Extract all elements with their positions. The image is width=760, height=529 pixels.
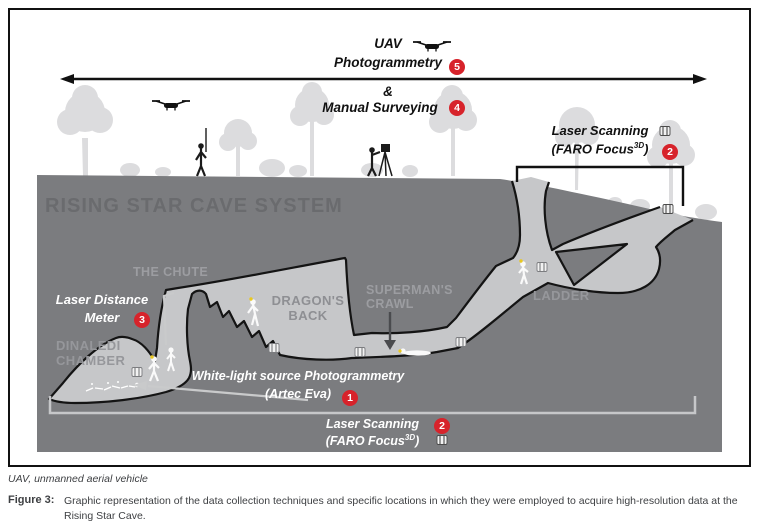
- faro-sup: 3D: [633, 141, 645, 150]
- scanner-icon: [455, 337, 467, 347]
- drone-icon: [152, 100, 190, 111]
- faro-focus-bottom-label: (FARO Focus3D): [290, 433, 455, 448]
- laser-scanning-bottom-bracket: [48, 396, 697, 415]
- caver-icon: [398, 348, 431, 356]
- laser-distance-label: Laser Distance: [55, 292, 149, 307]
- photogrammetry-label: Photogrammetry: [333, 55, 443, 70]
- figure-border: [8, 8, 751, 467]
- badge-2-bottom: 2: [434, 418, 450, 434]
- badge-5: 5: [449, 59, 465, 75]
- dinaledi-line2: CHAMBER: [56, 352, 126, 368]
- supermans-crawl-line1: SUPERMAN'S: [366, 283, 453, 297]
- supermans-crawl-label: SUPERMAN'S CRAWL: [366, 283, 453, 312]
- cave-outline: [47, 180, 694, 405]
- laser-scanning-bracket: [515, 165, 685, 206]
- tree-icons: [57, 82, 717, 220]
- scanner-icons: [131, 126, 674, 445]
- scanner-icon: [436, 435, 448, 445]
- cave-system-title: RISING STAR CAVE SYSTEM: [45, 195, 343, 217]
- dinaledi-line1: DINALEDI: [56, 338, 121, 353]
- laser-scanning-top-label: Laser Scanning: [551, 123, 649, 138]
- dinaledi-chamber-label: DINALEDI CHAMBER: [56, 338, 126, 369]
- faro-post: ): [415, 434, 420, 449]
- figure-caption: Graphic representation of the data colle…: [64, 495, 738, 523]
- cave-system: [49, 177, 693, 403]
- span-arrow: [60, 74, 707, 84]
- laser-distance-bracket: [162, 291, 175, 346]
- manual-surveying-label: Manual Surveying: [322, 100, 438, 115]
- caver-icon: [518, 259, 529, 285]
- laser-scanning-bottom-label: Laser Scanning: [325, 417, 420, 431]
- badge-4: 4: [449, 100, 465, 116]
- faro-pre: (FARO Focus: [325, 434, 405, 449]
- scanner-icon: [536, 262, 548, 272]
- ladder-label: LADDER: [533, 288, 590, 303]
- laser-distance-meter-label: Meter: [84, 310, 120, 325]
- supermans-crawl-arrow: [384, 312, 396, 350]
- drone-icon: [413, 41, 451, 52]
- tree-icon: [555, 107, 599, 190]
- tree-icon: [290, 82, 334, 176]
- caption-note: UAV, unmanned aerial vehicle: [8, 473, 148, 485]
- scanner-icon: [354, 347, 366, 357]
- artec-eva-label: (Artec Eva): [265, 387, 331, 401]
- dragons-back-line2: BACK: [288, 307, 328, 323]
- dragons-back-label: DRAGON'S BACK: [258, 293, 358, 324]
- badge-3: 3: [134, 312, 150, 328]
- scanner-icon: [131, 367, 143, 377]
- white-light-label: White-light source Photogrammetry: [191, 369, 405, 383]
- tree-icon: [219, 119, 257, 176]
- the-chute-label: THE CHUTE: [133, 265, 209, 279]
- scanner-icon: [268, 343, 280, 353]
- surveyor-icon: [367, 144, 393, 177]
- faro-pre: (FARO Focus: [551, 141, 634, 157]
- scanner-icon: [659, 126, 671, 136]
- tree-icon: [57, 85, 113, 176]
- badge-1: 1: [342, 390, 358, 406]
- uav-label: UAV: [374, 36, 402, 51]
- badge-2-top: 2: [662, 144, 678, 160]
- figure-label: Figure 3:: [8, 494, 55, 506]
- scanner-icon: [662, 204, 674, 214]
- gps-person-icon: [195, 128, 207, 177]
- faro-sup: 3D: [404, 433, 416, 442]
- supermans-crawl-line2: CRAWL: [366, 297, 414, 312]
- faro-focus-top-label: (FARO Focus3D): [520, 141, 680, 156]
- caver-icon: [247, 297, 260, 327]
- ampersand-label: &: [383, 84, 393, 99]
- caver-icon: [166, 347, 176, 372]
- caver-icon: [148, 355, 160, 382]
- faro-post: ): [644, 141, 649, 157]
- dragons-back-line1: DRAGON'S: [271, 293, 345, 308]
- white-light-pointer-arrow: [133, 381, 309, 402]
